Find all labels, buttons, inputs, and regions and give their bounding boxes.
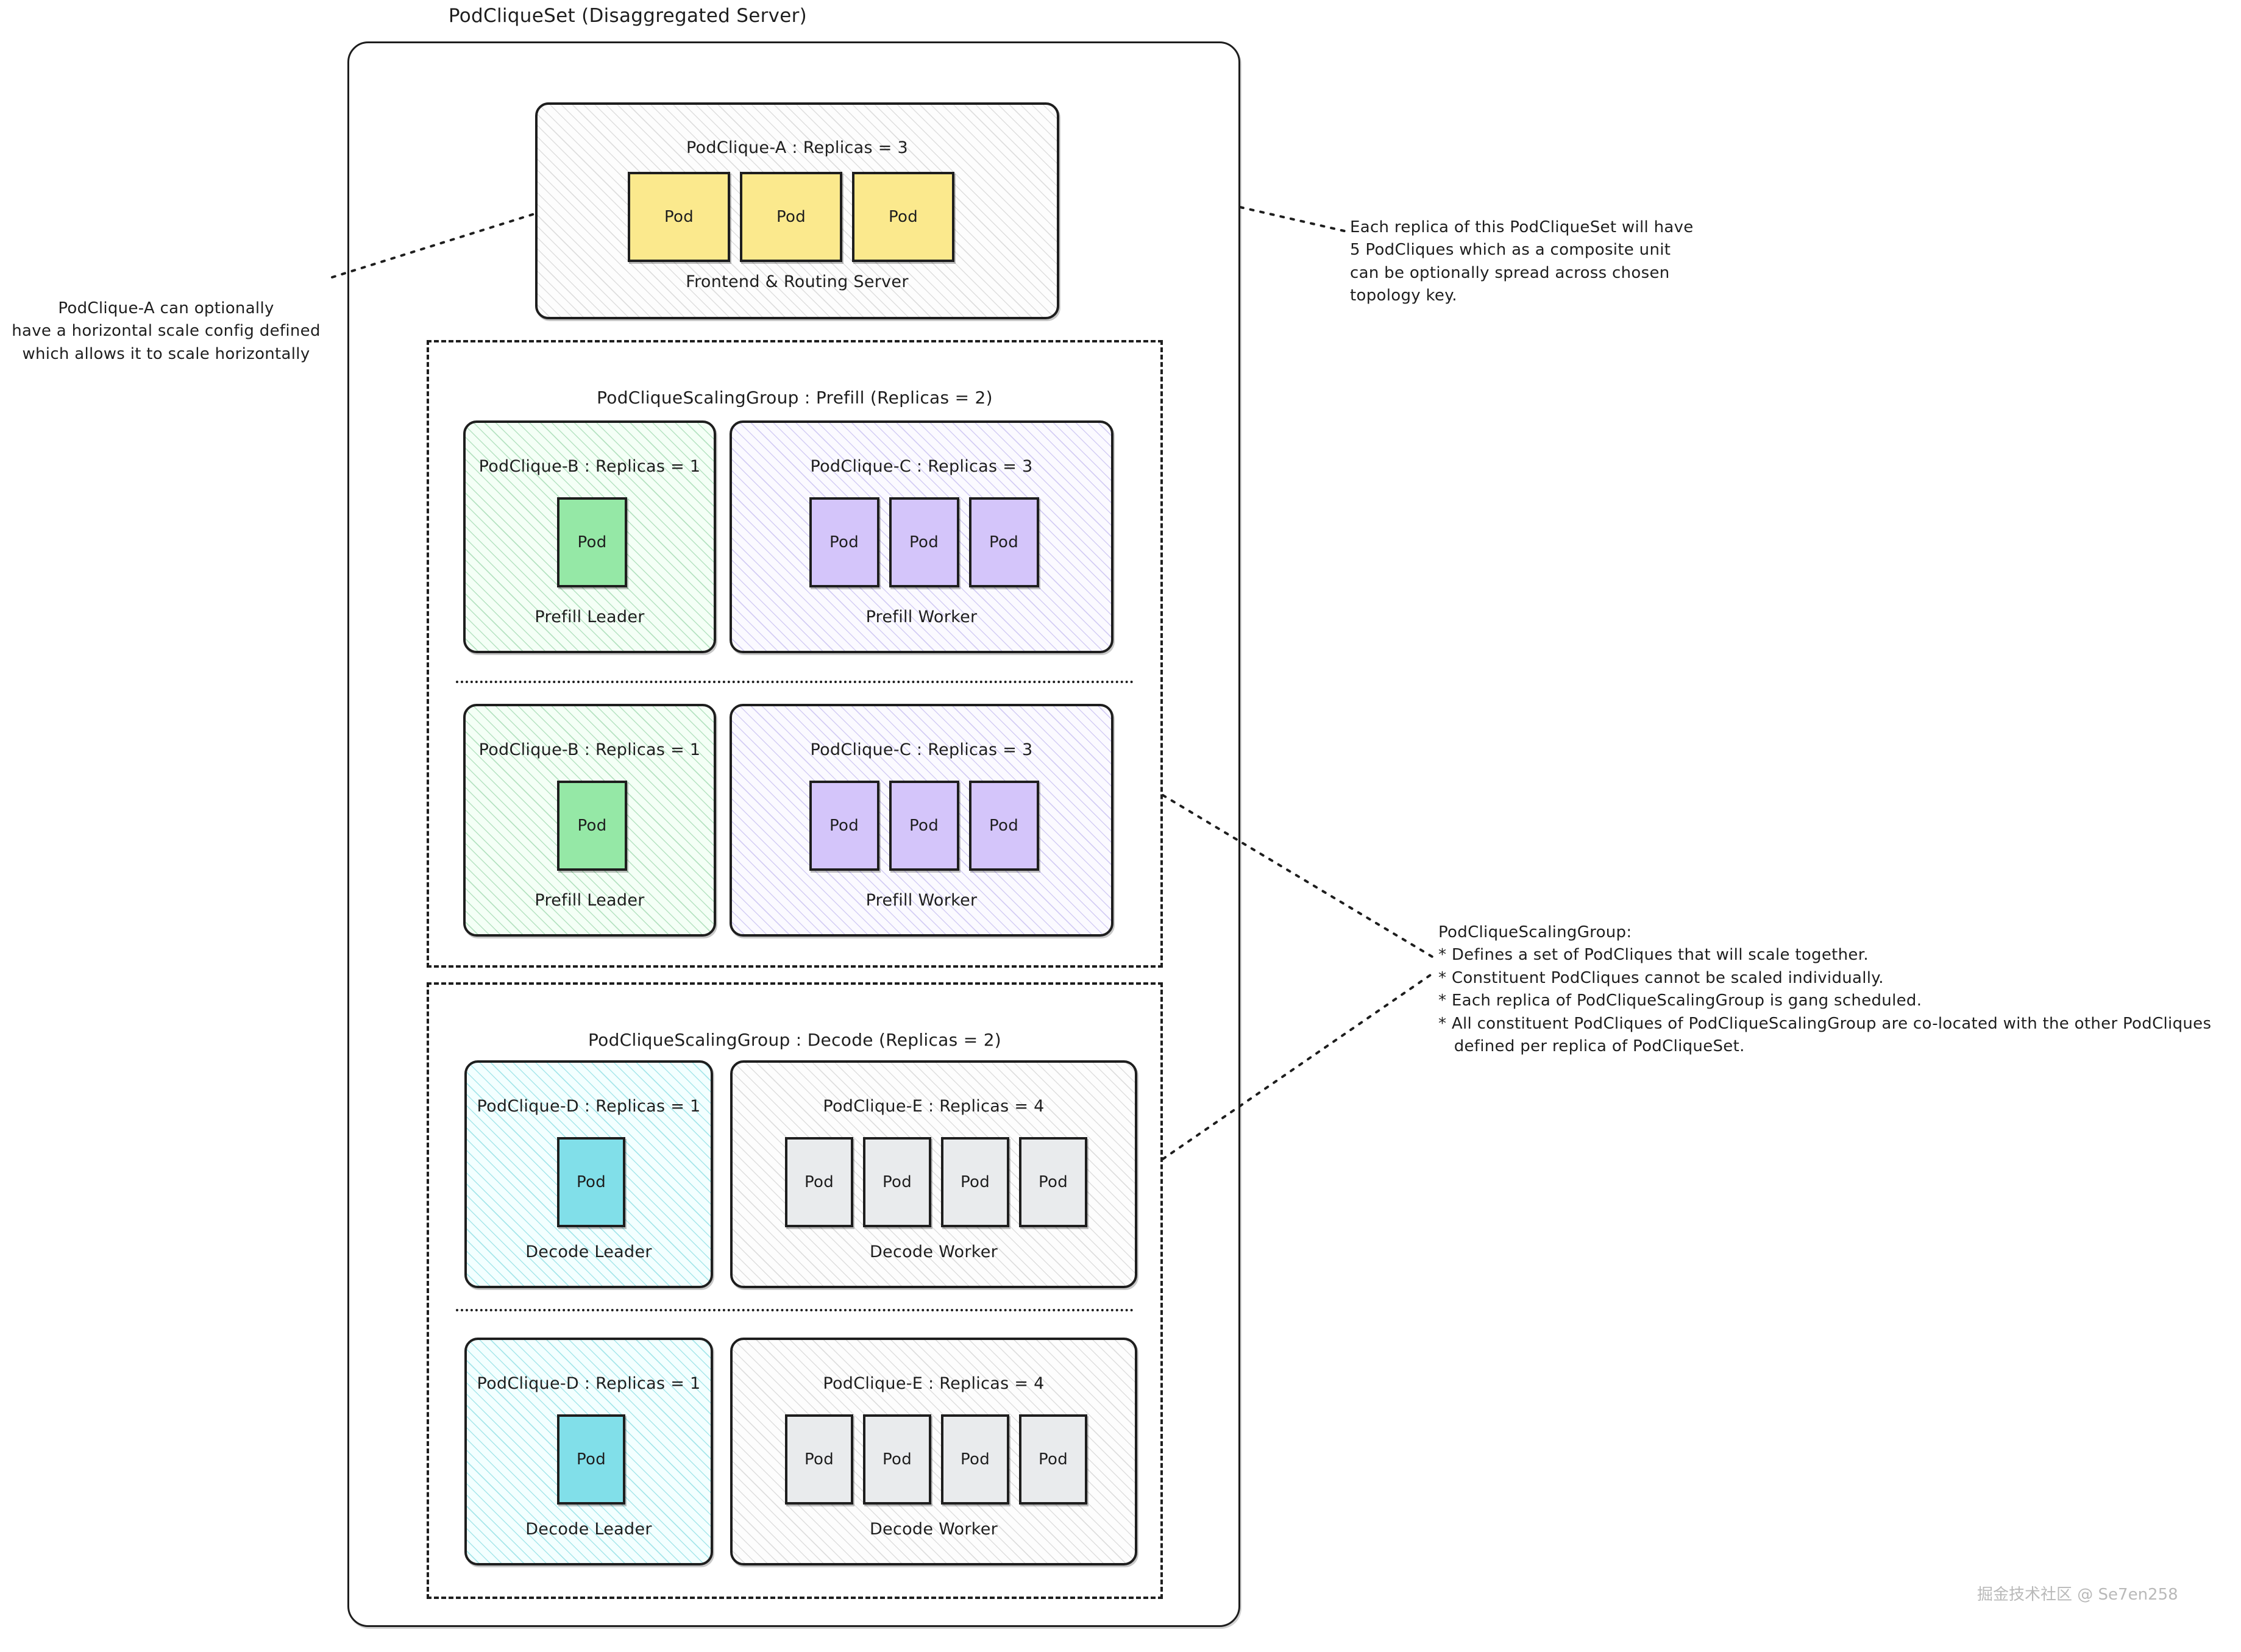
pod-label: Pod bbox=[960, 1450, 990, 1469]
scaling-group-prefill-replica2-worker-footer: Prefill Worker bbox=[865, 891, 978, 910]
scaling-group-decode-replica1-worker-pod-row: Pod Pod Pod Pod bbox=[733, 1137, 1135, 1227]
scaling-group-decode-replica2-worker-footer: Decode Worker bbox=[869, 1520, 998, 1539]
pod-label: Pod bbox=[804, 1450, 834, 1469]
pod[interactable]: Pod bbox=[889, 781, 959, 871]
scaling-group-decode-replica2-leader-title: PodClique-D : Replicas = 1 bbox=[477, 1374, 701, 1393]
pod[interactable]: Pod bbox=[785, 1414, 853, 1505]
scaling-group-decode-replica2-leader-pod-row: Pod bbox=[467, 1414, 711, 1505]
pod-label: Pod bbox=[888, 208, 918, 226]
podclique-a-pod-row: Pod Pod Pod bbox=[628, 172, 954, 262]
pod[interactable]: Pod bbox=[740, 172, 842, 262]
pod[interactable]: Pod bbox=[557, 1414, 625, 1505]
scaling-group-decode-replica2-worker-pod-row: Pod Pod Pod Pod bbox=[733, 1414, 1135, 1505]
replica-separator-decode bbox=[456, 1309, 1134, 1311]
scaling-group-prefill-replica2-worker-title: PodClique-C : Replicas = 3 bbox=[810, 740, 1033, 759]
pod-label: Pod bbox=[829, 817, 859, 835]
pod-label: Pod bbox=[882, 1450, 912, 1469]
pod[interactable]: Pod bbox=[889, 497, 959, 587]
pod[interactable]: Pod bbox=[809, 497, 879, 587]
pod-label: Pod bbox=[1038, 1173, 1068, 1191]
pod[interactable]: Pod bbox=[863, 1137, 931, 1227]
pod-label: Pod bbox=[664, 208, 694, 226]
pod[interactable]: Pod bbox=[941, 1137, 1009, 1227]
annotation-podcliqueset: Each replica of this PodCliqueSet will h… bbox=[1350, 218, 1694, 305]
scaling-group-decode-replica1-leader-pod-row: Pod bbox=[467, 1137, 711, 1227]
annotation-podclique-a: PodClique-A can optionally have a horizo… bbox=[12, 299, 321, 363]
pod-label: Pod bbox=[577, 533, 607, 551]
pod[interactable]: Pod bbox=[968, 781, 1039, 871]
pod[interactable]: Pod bbox=[809, 781, 879, 871]
pod[interactable]: Pod bbox=[1019, 1137, 1087, 1227]
pod[interactable]: Pod bbox=[557, 781, 627, 871]
scaling-group-decode-replica2-worker-title: PodClique-E : Replicas = 4 bbox=[823, 1374, 1045, 1393]
podclique-a-card[interactable]: PodClique-A : Replicas = 3 Pod Pod Pod Fro… bbox=[535, 102, 1059, 319]
pod-label: Pod bbox=[804, 1173, 834, 1191]
replica-separator-prefill bbox=[456, 681, 1134, 683]
pod-label: Pod bbox=[577, 817, 607, 835]
pod-label: Pod bbox=[989, 533, 1019, 551]
pod-label: Pod bbox=[960, 1173, 990, 1191]
annotation-scalinggroup: PodCliqueScalingGroup: * Defines a set o… bbox=[1438, 923, 2212, 1056]
scaling-group-decode-replica2-leader-footer: Decode Leader bbox=[525, 1520, 652, 1539]
pod-label: Pod bbox=[829, 533, 859, 551]
pod-label: Pod bbox=[576, 1450, 606, 1469]
pod-label: Pod bbox=[989, 817, 1019, 835]
pod[interactable]: Pod bbox=[863, 1414, 931, 1505]
watermark: 掘金技术社区 @ Se7en258 bbox=[1977, 1586, 2178, 1604]
scaling-group-prefill-replica1-leader-pod-row: Pod bbox=[466, 497, 714, 587]
leader-line-topright bbox=[1239, 206, 1348, 233]
scaling-group-decode-replica1-leader-footer: Decode Leader bbox=[525, 1243, 652, 1261]
pod-label: Pod bbox=[1038, 1450, 1068, 1469]
scaling-group-prefill[interactable] bbox=[427, 340, 1163, 968]
pod[interactable]: Pod bbox=[628, 172, 730, 262]
scaling-group-decode-title: PodCliqueScalingGroup : Decode (Replicas… bbox=[588, 1030, 1002, 1050]
scaling-group-decode-replica1-worker-title: PodClique-E : Replicas = 4 bbox=[823, 1097, 1045, 1116]
scaling-group-prefill-replica1-leader-footer: Prefill Leader bbox=[535, 608, 645, 626]
pod[interactable]: Pod bbox=[785, 1137, 853, 1227]
pod[interactable]: Pod bbox=[1019, 1414, 1087, 1505]
podclique-a-footer: Frontend & Routing Server bbox=[686, 272, 909, 291]
scaling-group-prefill-replica2-leader-footer: Prefill Leader bbox=[535, 891, 645, 910]
pod-label: Pod bbox=[909, 817, 939, 835]
scaling-group-prefill-title: PodCliqueScalingGroup : Prefill (Replica… bbox=[597, 388, 993, 408]
scaling-group-prefill-replica2-leader-title: PodClique-B : Replicas = 1 bbox=[478, 740, 701, 759]
scaling-group-decode-replica1-leader-title: PodClique-D : Replicas = 1 bbox=[477, 1097, 701, 1116]
pod-label: Pod bbox=[776, 208, 806, 226]
pod[interactable]: Pod bbox=[968, 497, 1039, 587]
pod-label: Pod bbox=[576, 1173, 606, 1191]
pod[interactable]: Pod bbox=[941, 1414, 1009, 1505]
scaling-group-prefill-replica1-leader-title: PodClique-B : Replicas = 1 bbox=[478, 457, 701, 476]
pod[interactable]: Pod bbox=[557, 1137, 625, 1227]
pod[interactable]: Pod bbox=[852, 172, 954, 262]
pod[interactable]: Pod bbox=[557, 497, 627, 587]
pod-label: Pod bbox=[909, 533, 939, 551]
scaling-group-prefill-replica2-leader-pod-row: Pod bbox=[466, 781, 714, 871]
scaling-group-decode[interactable] bbox=[427, 982, 1163, 1599]
podclique-a-title: PodClique-A : Replicas = 3 bbox=[686, 138, 909, 157]
page-title: PodCliqueSet (Disaggregated Server) bbox=[448, 5, 808, 27]
scaling-group-prefill-replica1-worker-footer: Prefill Worker bbox=[865, 608, 978, 626]
scaling-group-prefill-replica1-worker-pod-row: Pod Pod Pod bbox=[732, 497, 1111, 587]
pod-label: Pod bbox=[882, 1173, 912, 1191]
scaling-group-decode-replica1-worker-footer: Decode Worker bbox=[869, 1243, 998, 1261]
scaling-group-prefill-replica1-worker-title: PodClique-C : Replicas = 3 bbox=[810, 457, 1033, 476]
scaling-group-prefill-replica2-worker-pod-row: Pod Pod Pod bbox=[732, 781, 1111, 871]
